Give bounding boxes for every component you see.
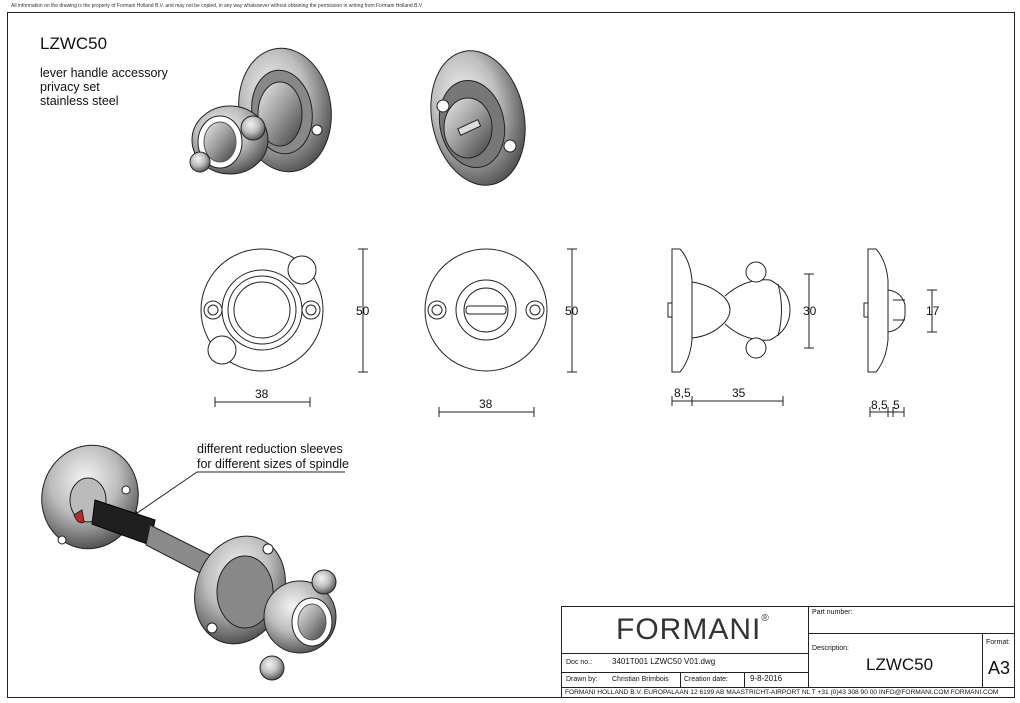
doc-no-value: 3401T001 LZWC50 V01.dwg (612, 657, 716, 666)
doc-no-label: Doc no.: (566, 659, 593, 666)
copyright-notice: All information on the drawing is the pr… (11, 3, 423, 9)
iso-knob-rosette (189, 47, 332, 175)
drawn-by-value: Christian Brimbois (612, 676, 669, 683)
front-view-knob-rosette (200, 248, 324, 372)
dim-front2-width: 38 (479, 397, 493, 411)
dim-side1-depth: 35 (732, 386, 746, 400)
dim-side1-base: 8,5 (674, 386, 691, 400)
creation-date-label: Creation date: (684, 676, 728, 683)
format-value: A3 (988, 658, 1011, 678)
description-value: LZWC50 (866, 655, 934, 674)
dim-front1-width: 38 (255, 387, 269, 401)
drawn-by-label: Drawn by: (566, 676, 598, 683)
iso-exploded-assembly (41, 444, 337, 681)
part-number-label: Part number: (812, 609, 853, 616)
dim-side2-height: 17 (926, 304, 940, 318)
side-view-turn (863, 248, 906, 373)
title-block: FORMANI® Part number: Description: LZWC5… (561, 606, 1015, 698)
company-footer: FORMANI HOLLAND B.V. EUROPALAAN 12 6199 … (565, 689, 999, 696)
formani-logo: FORMANI® (616, 613, 770, 646)
callout-line-2: for different sizes of spindle (197, 457, 349, 471)
description-line-2: privacy set (40, 80, 100, 94)
drawing-frame (7, 12, 1015, 698)
callout-line-1: different reduction sleeves (197, 442, 343, 456)
creation-date-value: 9-8-2016 (750, 674, 783, 683)
dim-side2-depth: 5 (893, 398, 900, 412)
description-label: Description: (812, 645, 849, 652)
iso-turn-rosette (430, 50, 526, 186)
format-label: Format: (986, 639, 1011, 646)
description-line-1: lever handle accessory (40, 66, 168, 80)
side-view-knob (667, 248, 791, 373)
description-line-3: stainless steel (40, 94, 119, 108)
product-code-title: LZWC50 (40, 34, 108, 53)
callout-leader (126, 471, 198, 521)
front-view-turn-rosette (424, 248, 548, 372)
dim-side2-base: 8,5 (871, 398, 888, 412)
dim-side1-height: 30 (803, 304, 817, 318)
dim-front1-height: 50 (356, 304, 370, 318)
dim-front2-height: 50 (565, 304, 579, 318)
